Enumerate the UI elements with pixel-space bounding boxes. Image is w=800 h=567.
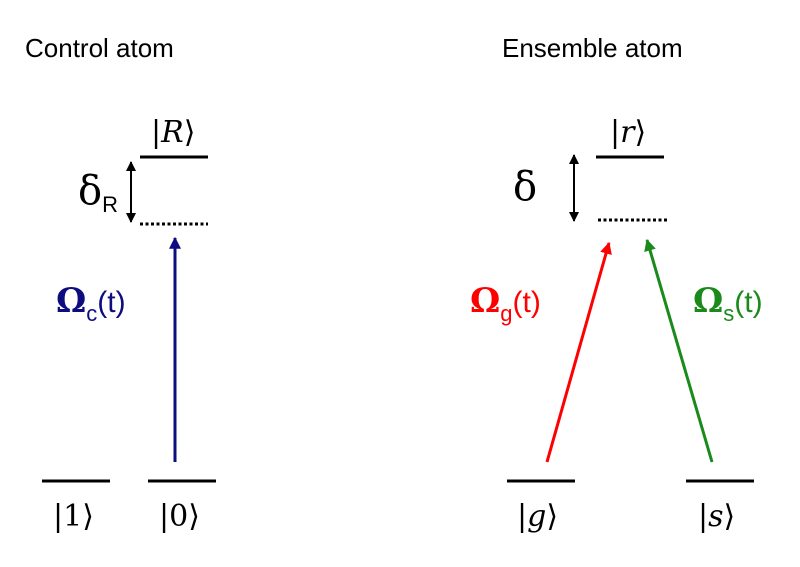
ensemble-coupling-g-arrow <box>545 241 612 463</box>
control-upper-ket: |R⟩ <box>151 115 195 150</box>
control-ket-0: |0⟩ <box>159 499 200 534</box>
ensemble-atom-title: Ensemble atom <box>502 33 683 63</box>
ensemble-detuning-label: δ <box>513 164 537 210</box>
control-ket-1: |1⟩ <box>53 499 94 534</box>
ensemble-ket-s: |s⟩ <box>698 499 735 534</box>
control-atom-title: Control atom <box>25 33 174 63</box>
control-detuning-label: δR <box>78 168 118 217</box>
ensemble-coupling-s-arrow <box>644 238 714 463</box>
ensemble-coupling-g-label: Ωg(t) <box>470 281 541 326</box>
control-coupling-label: Ωc(t) <box>56 281 126 326</box>
ensemble-coupling-s-label: Ωs(t) <box>693 281 763 326</box>
ensemble-ket-g: |g⟩ <box>517 499 558 534</box>
ensemble-upper-ket: |r⟩ <box>610 115 646 150</box>
